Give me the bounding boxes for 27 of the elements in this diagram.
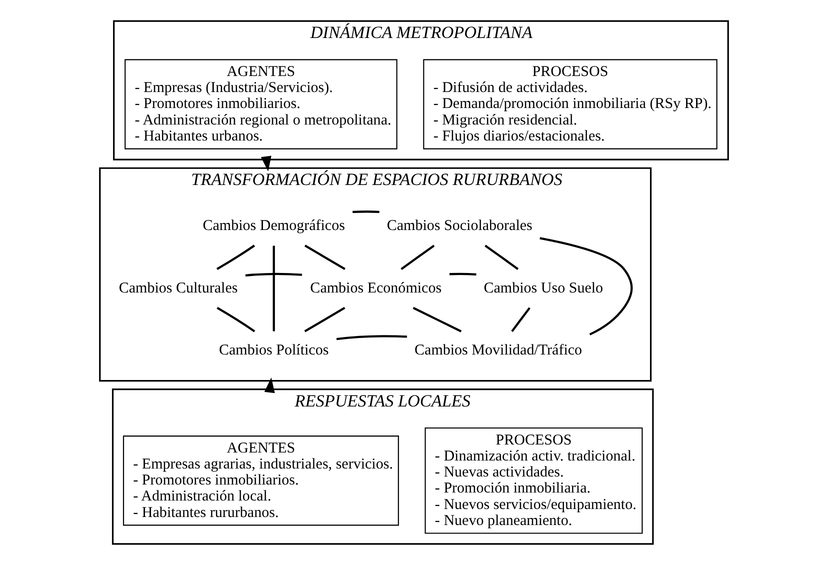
arrow bbox=[264, 378, 275, 394]
connector bbox=[304, 244, 346, 270]
node-text: Cambios Económicos bbox=[310, 280, 442, 296]
node-box: PROCESOS - Dinamización activ. tradicional. - Nuevas actividades. - Promoción inmobiliaria. - Nuevos servicios/equipamiento. - Nuevo planeamiento. bbox=[424, 427, 643, 534]
connector bbox=[400, 244, 435, 270]
node-text: Cambios Uso Suelo bbox=[484, 280, 604, 296]
connector bbox=[304, 306, 346, 332]
node-box: PROCESOS - Difusión de actividades. - Demanda/promoción inmobiliaria (RSy RP). - Migración residencial. - Flujos diarios/estacionales. bbox=[423, 59, 718, 150]
connector bbox=[540, 237, 633, 336]
arrow bbox=[260, 156, 272, 172]
node-text: Cambios Políticos bbox=[219, 342, 329, 359]
node-box: AGENTES - Empresas (Industria/Servicios). - Promotores inmobiliarios. - Administración regional o metropolitana. - Habitantes urbanos. bbox=[124, 59, 398, 150]
node-box: AGENTES - Empresas agrarias, industriales, servicios. - Promotores inmobiliarios. - Administración local. - Habitantes rururbanos. bbox=[122, 436, 399, 526]
node-text: Cambios Demográficos bbox=[202, 218, 345, 234]
connector bbox=[484, 244, 519, 270]
connector bbox=[449, 272, 476, 276]
node-text: Cambios Culturales bbox=[118, 280, 238, 296]
connector bbox=[245, 272, 302, 276]
connector bbox=[216, 244, 255, 270]
connector bbox=[272, 246, 275, 332]
node-text: Cambios Movilidad/Tráfico bbox=[414, 342, 582, 359]
node-text: Cambios Sociolaborales bbox=[386, 218, 532, 234]
connector bbox=[352, 210, 380, 214]
connector bbox=[511, 307, 530, 332]
connector bbox=[412, 306, 462, 332]
connector bbox=[336, 335, 408, 340]
connector bbox=[216, 306, 256, 332]
